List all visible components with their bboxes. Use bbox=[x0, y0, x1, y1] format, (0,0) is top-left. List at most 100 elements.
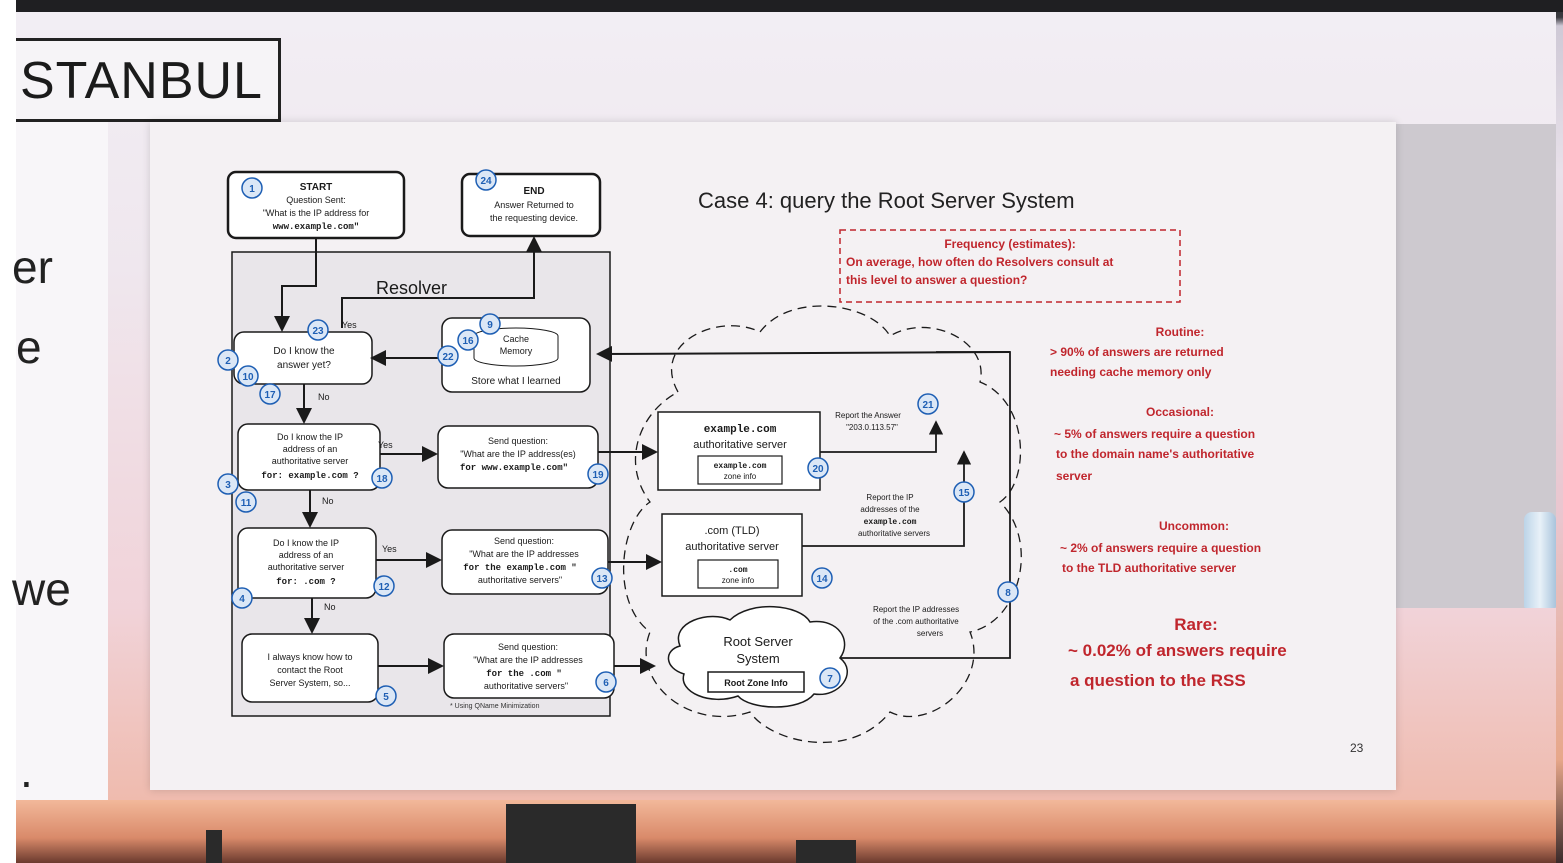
auth-server-line-1: example.com bbox=[704, 424, 777, 436]
svg-text:6: 6 bbox=[603, 678, 609, 689]
send2-line-3: for the example.com " bbox=[463, 563, 576, 573]
start-line-3: www.example.com" bbox=[273, 222, 359, 232]
auth-server-line-2: authoritative server bbox=[693, 439, 787, 451]
step-badge: 1 bbox=[241, 177, 263, 199]
step-badge: 17 bbox=[259, 383, 281, 405]
report-tld-line-2: of the .com authoritative bbox=[873, 617, 959, 626]
auth-zone-line-2: zone info bbox=[724, 472, 757, 481]
slide-title: Case 4: query the Root Server System bbox=[698, 188, 1075, 213]
svg-text:16: 16 bbox=[462, 336, 474, 347]
start-line-1: Question Sent: bbox=[286, 195, 346, 205]
know-answer-line-1: Do I know the bbox=[273, 346, 335, 357]
yes-label-tld: Yes bbox=[382, 544, 397, 554]
root-zone-label: Root Zone Info bbox=[724, 678, 788, 688]
step-badge: 22 bbox=[437, 345, 459, 367]
arrow-root-report bbox=[840, 582, 1018, 659]
step-badge: 15 bbox=[953, 481, 975, 503]
left-fragment-4: . bbox=[20, 745, 33, 797]
svg-text:21: 21 bbox=[922, 400, 934, 411]
step-badge: 14 bbox=[811, 567, 833, 589]
send3-line-3: for the .com " bbox=[486, 669, 562, 679]
report-auth-line-1: Report the IP bbox=[866, 493, 913, 502]
know-tld-line-1: Do I know the IP bbox=[273, 538, 339, 548]
svg-text:15: 15 bbox=[958, 488, 970, 499]
tld-server-line-1: .com (TLD) bbox=[705, 525, 760, 537]
start-title: START bbox=[300, 182, 333, 193]
root-zone-box bbox=[707, 671, 805, 693]
tld-zone-line-1: .com bbox=[728, 566, 747, 575]
svg-text:13: 13 bbox=[596, 574, 608, 585]
step-badge: 4 bbox=[231, 587, 253, 609]
svg-text:17: 17 bbox=[264, 390, 276, 401]
report-answer-line-1: Report the Answer bbox=[835, 411, 901, 420]
rare-line-2: a question to the RSS bbox=[1070, 671, 1246, 690]
auth-zone-box bbox=[697, 455, 783, 485]
know-auth-line-3: authoritative server bbox=[272, 456, 349, 466]
svg-text:18: 18 bbox=[376, 474, 388, 485]
step-badge: 5 bbox=[375, 685, 397, 707]
occasional-line-2: to the domain name's authoritative bbox=[1056, 447, 1255, 461]
step-badge: 11 bbox=[235, 491, 257, 513]
routine-heading: Routine: bbox=[1156, 325, 1205, 339]
cache-cylinder-body bbox=[473, 336, 559, 367]
root-server-line-2: System bbox=[736, 651, 779, 666]
send1-line-3: for www.example.com" bbox=[460, 463, 568, 473]
send1-line-2: "What are the IP address(es) bbox=[460, 449, 576, 459]
step-badge: 2 bbox=[217, 349, 239, 371]
tld-zone-line-2: zone info bbox=[722, 576, 755, 585]
frequency-heading: Frequency (estimates): bbox=[944, 237, 1075, 251]
qname-note: * Using QName Minimization bbox=[450, 703, 540, 710]
step-badge: 7 bbox=[819, 667, 841, 689]
routine-line-1: > 90% of answers are returned bbox=[1050, 345, 1224, 359]
frequency-box bbox=[839, 229, 1181, 303]
stage-floor bbox=[16, 800, 1556, 863]
send-question-1-box bbox=[437, 425, 599, 489]
send2-line-1: Send question: bbox=[494, 536, 554, 546]
istanbul-label: STANBUL bbox=[20, 52, 263, 110]
step-badge: 21 bbox=[917, 393, 939, 415]
know-answer-line-2: answer yet? bbox=[277, 360, 331, 371]
uncommon-line-2: to the TLD authoritative server bbox=[1062, 561, 1236, 575]
frequency-question-2: this level to answer a question? bbox=[846, 273, 1027, 287]
report-tld-line-1: Report the IP addresses bbox=[873, 605, 959, 614]
svg-text:1: 1 bbox=[249, 184, 255, 195]
left-fragment-1: er bbox=[12, 241, 53, 293]
always-know-box bbox=[241, 633, 379, 703]
arrow-auth-report bbox=[820, 420, 944, 453]
know-auth-line-1: Do I know the IP bbox=[277, 432, 343, 442]
know-auth-line-2: address of an bbox=[283, 444, 338, 454]
return-line-right bbox=[936, 351, 1011, 582]
know-tld-box bbox=[237, 527, 377, 599]
silhouette-building bbox=[796, 840, 856, 863]
svg-text:9: 9 bbox=[487, 320, 493, 331]
report-auth-line-3: example.com bbox=[864, 518, 917, 527]
start-line-2: "What is the IP address for bbox=[263, 208, 370, 218]
page-number: 23 bbox=[1350, 741, 1364, 755]
silhouette-tower bbox=[206, 830, 222, 863]
no-label-2: No bbox=[322, 496, 334, 506]
svg-text:10: 10 bbox=[242, 372, 254, 383]
tld-zone-box bbox=[697, 559, 779, 589]
svg-text:11: 11 bbox=[241, 498, 252, 509]
stage-structure bbox=[506, 804, 636, 863]
svg-text:22: 22 bbox=[442, 352, 454, 363]
rare-line-1: ~ 0.02% of answers require bbox=[1068, 641, 1287, 660]
svg-text:4: 4 bbox=[239, 594, 245, 605]
step-badge: 6 bbox=[595, 671, 617, 693]
svg-text:24: 24 bbox=[480, 176, 492, 187]
send2-line-2: "What are the IP addresses bbox=[469, 549, 579, 559]
svg-text:7: 7 bbox=[827, 674, 833, 685]
auth-zone-line-1: example.com bbox=[714, 462, 767, 471]
left-edge bbox=[0, 0, 16, 863]
root-server-line-1: Root Server bbox=[723, 634, 793, 649]
know-tld-line-3: authoritative server bbox=[268, 562, 345, 572]
uncommon-line-1: ~ 2% of answers require a question bbox=[1060, 541, 1261, 555]
step-badge: 24 bbox=[475, 169, 497, 191]
yes-label-top: Yes bbox=[342, 320, 357, 330]
always-line-2: contact the Root bbox=[277, 665, 343, 675]
step-badge: 8 bbox=[997, 581, 1019, 603]
send3-line-1: Send question: bbox=[498, 642, 558, 652]
left-fragment-3: we bbox=[12, 563, 71, 615]
occasional-line-3: server bbox=[1056, 469, 1092, 483]
cache-line-2: Memory bbox=[500, 346, 533, 356]
